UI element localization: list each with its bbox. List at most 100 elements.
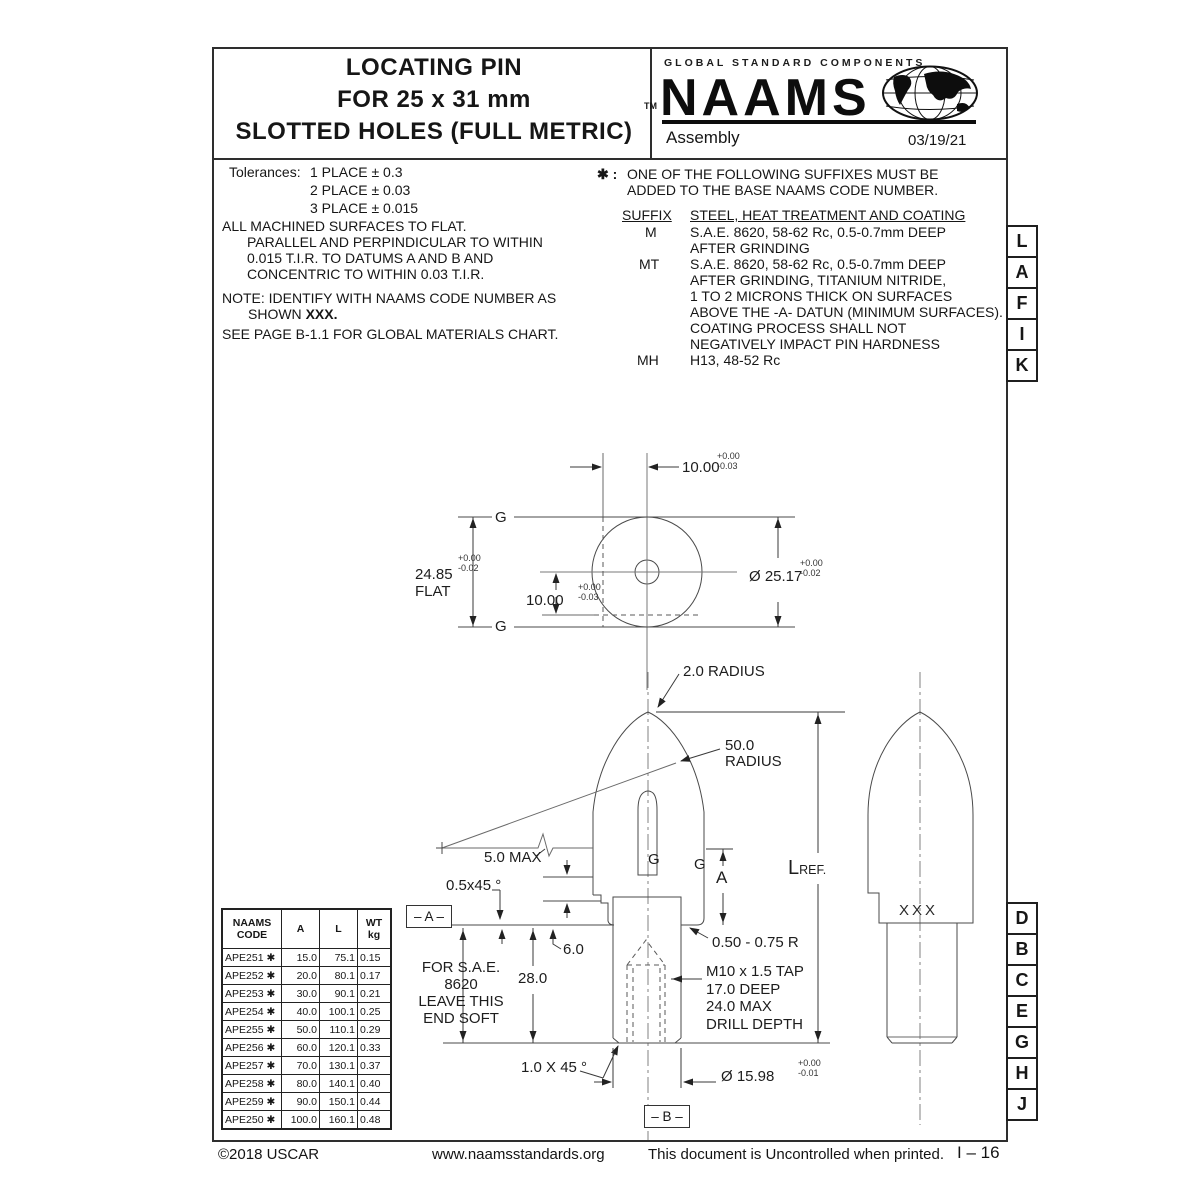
size-table-row: APE254 ✱ 40.0 100.1 0.25 [221, 1002, 392, 1021]
cell-naams-code: APE253 ✱ [221, 984, 282, 1003]
tap-note: M10 x 1.5 TAP 17.0 DEEP 24.0 MAX DRILL D… [706, 963, 804, 1033]
see-page-note: SEE PAGE B-1.1 FOR GLOBAL MATERIALS CHAR… [222, 326, 559, 342]
tolerance-line: 3 PLACE ± 0.015 [310, 200, 419, 216]
dim-a-letter: A [716, 868, 728, 887]
cell-l: 80.1 [319, 966, 358, 985]
cell-l: 90.1 [319, 984, 358, 1003]
dim-6: 6.0 [563, 941, 584, 958]
cell-a: 100.0 [281, 1110, 320, 1130]
suffix-code-mt: MT [639, 256, 660, 272]
suffix-descriptions: S.A.E. 8620, 58-62 Rc, 0.5-0.7mm DEEP AF… [690, 224, 1003, 368]
pin-nose-outline [592, 711, 705, 918]
tolerances-label: Tolerances: [229, 164, 301, 180]
cell-l: 140.1 [319, 1074, 358, 1093]
cell-wt: 0.37 [357, 1056, 392, 1075]
relief-step [593, 894, 615, 926]
cell-wt: 0.29 [357, 1020, 392, 1039]
suffix-star: ✱ : [597, 166, 618, 182]
ground-face-label-top: G [495, 509, 507, 526]
zone-letter-box: C [1006, 964, 1038, 997]
side-pin-outline [867, 711, 974, 924]
trademark-mark: TM [644, 101, 657, 111]
identify-note-pre: SHOWN [248, 306, 306, 322]
dim-fillet: 0.50 - 0.75 R [712, 934, 799, 951]
dim-width-10: 10.00 [682, 459, 720, 476]
dim-offset-10: 10.00 [526, 592, 564, 609]
size-table-row: APE252 ✱ 20.0 80.1 0.17 [221, 966, 392, 985]
cell-l: 120.1 [319, 1038, 358, 1057]
tolerance-line: 2 PLACE ± 0.03 [310, 182, 411, 198]
cell-a: 80.0 [281, 1074, 320, 1093]
cell-l: 100.1 [319, 1002, 358, 1021]
revision-date: 03/19/21 [908, 132, 967, 149]
dim-chamfer-05: 0.5x45 ° [446, 877, 502, 894]
zone-letter-box: E [1006, 995, 1038, 1028]
cell-l: 160.1 [319, 1110, 358, 1130]
cell-a: 60.0 [281, 1038, 320, 1057]
footer-url: www.naamsstandards.org [432, 1146, 605, 1163]
cell-naams-code: APE257 ✱ [221, 1056, 282, 1075]
suffix-desc-line: ABOVE THE -A- DATUN (MINIMUM SURFACES). [690, 304, 1003, 320]
cell-naams-code: APE256 ✱ [221, 1038, 282, 1057]
tolerance-list: 1 PLACE ± 0.3 2 PLACE ± 0.03 3 PLACE ± 0.0… [310, 164, 418, 218]
dim-radius-50: 50.0 RADIUS [725, 737, 782, 770]
size-table-row: APE258 ✱ 80.0 140.1 0.40 [221, 1074, 392, 1093]
suffix-desc-line: S.A.E. 8620, 58-62 Rc, 0.5-0.7mm DEEP [690, 256, 947, 272]
zone-letter-box: D [1006, 902, 1038, 935]
dim-flat-tolerance: +0.00 -0.02 [458, 553, 481, 573]
col-header-l: L [319, 908, 358, 949]
ground-face-label-slot: G [648, 851, 660, 868]
size-table-row: APE251 ✱ 15.0 75.1 0.15 [221, 948, 392, 967]
zone-letter-box: H [1006, 1057, 1038, 1090]
cell-l: 150.1 [319, 1092, 358, 1111]
title-line-2: FOR 25 x 31 mm [337, 86, 531, 113]
suffix-column-header: SUFFIX [622, 207, 672, 223]
dim-radius-2: 2.0 RADIUS [683, 663, 765, 680]
dim-l-ref-main: L [788, 857, 800, 879]
size-table-header-row: NAAMS CODE A L WT kg [221, 908, 392, 949]
identify-note-line2: SHOWN XXX. [248, 306, 337, 322]
suffix-desc-line: AFTER GRINDING, TITANIUM NITRIDE, [690, 272, 947, 288]
page-title: LOCATING PIN FOR 25 x 31 mm SLOTTED HOLE… [222, 52, 646, 148]
break-line [443, 832, 593, 858]
cell-wt: 0.33 [357, 1038, 392, 1057]
cell-a: 70.0 [281, 1056, 320, 1075]
zone-letter-box: B [1006, 933, 1038, 966]
dim-l-ref: LREF. [788, 857, 826, 880]
dim-l-ref-suffix: REF. [799, 863, 827, 877]
zone-letter-box: A [1006, 256, 1038, 289]
identify-note-xxx: XXX. [305, 306, 338, 322]
suffix-desc-line: H13, 48-52 Rc [690, 352, 781, 368]
cell-wt: 0.17 [357, 966, 392, 985]
size-table-row: APE253 ✱ 30.0 90.1 0.21 [221, 984, 392, 1003]
size-table-row: APE257 ✱ 70.0 130.1 0.37 [221, 1056, 392, 1075]
cell-wt: 0.25 [357, 1002, 392, 1021]
identify-note-line1: NOTE: IDENTIFY WITH NAAMS CODE NUMBER AS [222, 290, 557, 306]
front-view [436, 672, 845, 1140]
brand-tagline: GLOBAL STANDARD COMPONENTS [664, 57, 926, 69]
cell-naams-code: APE258 ✱ [221, 1074, 282, 1093]
cell-wt: 0.15 [357, 948, 392, 967]
machined-note-line1: ALL MACHINED SURFACES TO FLAT. [222, 218, 467, 234]
naams-code-mark: XXX [899, 902, 939, 919]
dim-flat-2485: 24.85 [415, 566, 453, 583]
title-line-1: LOCATING PIN [345, 54, 523, 81]
tolerance-line: 1 PLACE ± 0.3 [310, 164, 403, 180]
boss-outline [612, 896, 682, 925]
zone-letter-box: J [1006, 1088, 1038, 1121]
suffix-desc-line: S.A.E. 8620, 58-62 Rc, 0.5-0.7mm DEEP [690, 224, 947, 240]
cell-a: 40.0 [281, 1002, 320, 1021]
brand-subtitle: Assembly [666, 128, 740, 147]
ground-face-label-bottom: G [495, 618, 507, 635]
machined-note-line3: 0.015 T.I.R. TO DATUMS A AND B AND [247, 250, 494, 266]
cell-l: 110.1 [319, 1020, 358, 1039]
footer-copyright: ©2018 USCAR [218, 1146, 320, 1163]
cell-wt: 0.40 [357, 1074, 392, 1093]
ground-slot-outline [637, 790, 658, 876]
size-table-row: APE256 ✱ 60.0 120.1 0.33 [221, 1038, 392, 1057]
cell-a: 90.0 [281, 1092, 320, 1111]
cell-naams-code: APE255 ✱ [221, 1020, 282, 1039]
dim-28: 28.0 [518, 970, 548, 987]
